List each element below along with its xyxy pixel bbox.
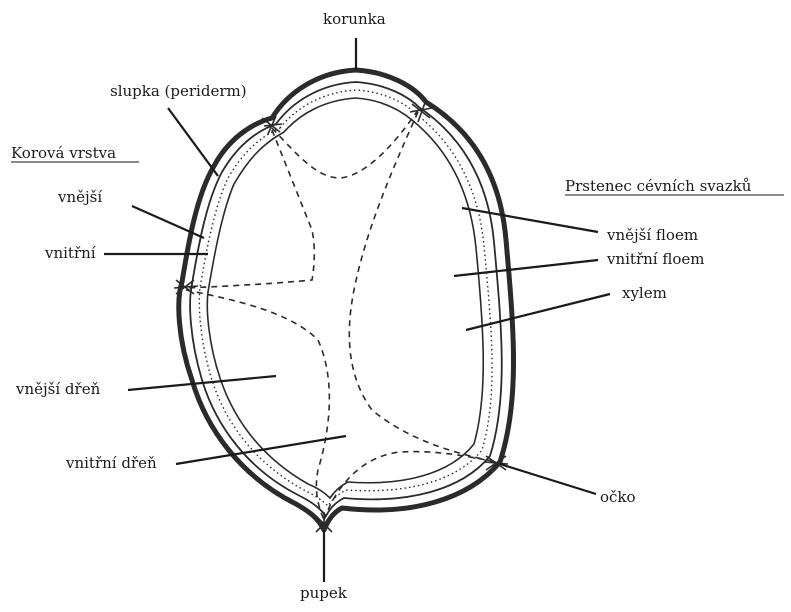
label-xylem: xylem: [622, 284, 667, 302]
label-cortex-heading: Korová vrstva: [11, 144, 116, 162]
label-korunka: korunka: [323, 10, 386, 28]
label-inner-phloem: vnitřní floem: [606, 250, 705, 268]
vascular-ring-inner-line: [207, 98, 483, 498]
leader-slupka: [168, 108, 218, 176]
pith-boundary-left-upper: [186, 130, 314, 288]
cortex-outer-line: [190, 82, 502, 516]
pith-boundary-left-lower: [186, 290, 329, 520]
pith-boundaries: [186, 110, 496, 520]
label-cortex-inner: vnitřní: [44, 244, 96, 262]
eye-left-icon: [174, 280, 198, 294]
pith-boundary-central-right: [349, 112, 496, 462]
vascular-ring-dotted: [199, 90, 492, 506]
label-outer-phloem: vnější floem: [606, 226, 698, 244]
label-ring-heading: Prstenec cévních svazků: [565, 177, 752, 195]
leader-vnitrni-floem: [454, 260, 598, 276]
eye-tufts: [174, 100, 508, 538]
leader-xylem: [466, 294, 610, 330]
label-cortex-outer: vnější: [57, 188, 102, 206]
label-ocko: očko: [600, 488, 636, 506]
label-inner-pith: vnitřní dřeň: [65, 454, 157, 472]
label-slupka: slupka (periderm): [110, 82, 247, 100]
leader-ocko: [500, 464, 596, 494]
label-outer-pith: vnější dřeň: [15, 380, 101, 398]
pith-boundary-top-arc: [272, 110, 418, 178]
label-pupek: pupek: [300, 584, 348, 602]
